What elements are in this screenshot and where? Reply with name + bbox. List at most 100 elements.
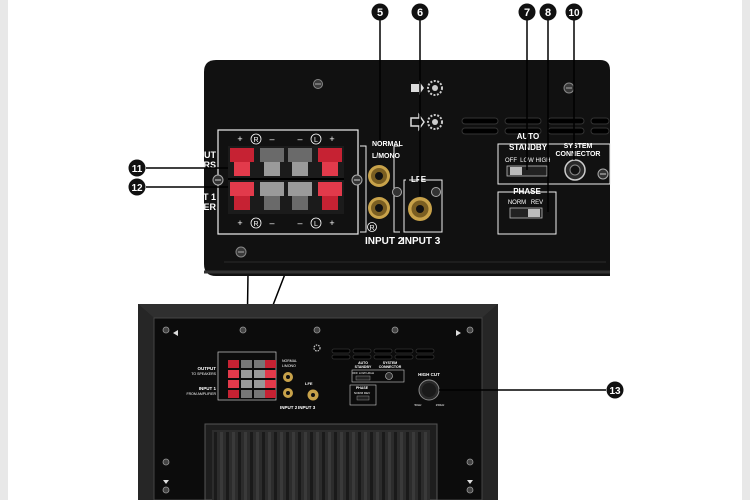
speaker-terminal-black[interactable]	[288, 148, 312, 176]
heatsink-fin	[232, 432, 235, 500]
svg-text:11: 11	[132, 164, 143, 175]
speaker-terminal-red[interactable]	[230, 182, 254, 210]
lmono-label: L/MONO	[372, 153, 401, 160]
heatsink-fin	[328, 432, 331, 500]
heatsink-fin	[412, 432, 415, 500]
zoomed-panel: PUT KERS UT 1 IFIER + R – – L + + R – – …	[146, 20, 611, 345]
sign-minus: –	[269, 218, 274, 228]
phase-option-norm: NORM	[508, 200, 526, 206]
input3-label: INPUT 3	[402, 236, 441, 247]
sign-minus: –	[269, 134, 274, 144]
phase-title: PHASE	[513, 187, 541, 196]
output-label-line1: PUT	[198, 150, 217, 160]
heatsink	[204, 423, 438, 500]
speaker-terminal-black[interactable]	[260, 148, 284, 176]
speaker-terminal-red[interactable]	[318, 182, 342, 210]
heatsink-fin	[238, 432, 241, 500]
heatsink-fin	[334, 432, 337, 500]
heatsink-fin	[358, 432, 361, 500]
heatsink-fin	[322, 432, 325, 500]
speaker-terminal-black[interactable]	[260, 182, 284, 210]
small-lmono-label: L/MONO	[282, 364, 296, 368]
zoom-screw-top-left	[313, 79, 323, 89]
svg-text:8: 8	[545, 7, 551, 19]
heatsink-fin	[214, 432, 217, 500]
heatsink-fin	[268, 432, 271, 500]
sign-r-circle	[250, 217, 262, 229]
input-screw	[431, 187, 441, 197]
small-input-label: INPUT 1	[199, 386, 217, 391]
small-auto-standby-label: STANDBY	[355, 365, 372, 369]
phase-group: PHASE NORM REV	[497, 187, 557, 235]
corner-arrow-icon	[456, 330, 461, 336]
small-normal-label: NORMAL	[282, 359, 297, 363]
heatsink-fin	[220, 432, 223, 500]
rca-jack-r[interactable]	[368, 197, 390, 219]
sign-minus: –	[297, 134, 302, 144]
system-connector-port[interactable]	[564, 159, 586, 181]
high-cut-max: 150Hz	[436, 403, 445, 407]
rca-jack-lmono[interactable]	[368, 165, 390, 187]
speaker-terminal-red[interactable]	[230, 148, 254, 176]
sign-plus: +	[237, 218, 242, 228]
sign-r: R	[253, 137, 258, 144]
small-input2-label: INPUT 2	[280, 405, 298, 410]
heatsink-fin	[418, 432, 421, 500]
callout-badge: 10	[565, 3, 583, 21]
heatsink-fin	[304, 432, 307, 500]
corner-arrow-icon	[467, 480, 473, 484]
heatsink-fin	[244, 432, 247, 500]
rca-jack-lfe[interactable]	[408, 197, 432, 221]
sign-plus: +	[329, 218, 334, 228]
vent-slots	[461, 117, 610, 135]
connector-screw	[597, 168, 609, 180]
input3-group: LFE INPUT 3	[402, 175, 443, 247]
heatsink-fin	[316, 432, 319, 500]
callout-badge: 5	[371, 3, 389, 21]
heatsink-fin	[370, 432, 373, 500]
standby-option-high: HIGH	[536, 158, 551, 164]
zoom-screw-top-right	[563, 82, 575, 94]
svg-text:10: 10	[568, 8, 580, 19]
speaker-terminal-block: PUT KERS UT 1 IFIER + R – – L + + R – – …	[191, 129, 363, 235]
heatsink-fin	[298, 432, 301, 500]
vent-slots-small	[331, 348, 435, 360]
auto-standby-group: AUTO STANDBY OFF LOW HIGH SYSTEM CONNECT…	[497, 132, 611, 185]
system-connector-title: SYSTEM	[564, 143, 593, 150]
sign-plus: +	[237, 134, 242, 144]
high-cut-min: 50Hz	[414, 403, 422, 407]
heatsink-fin	[262, 432, 265, 500]
heatsink-fin	[400, 432, 403, 500]
input2-label: INPUT 2	[365, 236, 404, 247]
sign-r-circle	[250, 133, 262, 145]
high-cut-knob[interactable]	[418, 379, 440, 401]
sign-l-circle	[310, 133, 322, 145]
heatsink-fin	[424, 432, 427, 500]
small-auto-standby-label: AUTO	[358, 361, 368, 365]
small-phase-label: PHASE	[356, 386, 369, 390]
heatsink-fin	[406, 432, 409, 500]
heatsink-fin	[346, 432, 349, 500]
corner-arrow-icon	[163, 480, 169, 484]
speaker-terminal-black[interactable]	[288, 182, 312, 210]
callout-badge: 13	[606, 381, 624, 399]
small-lfe-label: LFE	[305, 381, 313, 386]
small-input-sublabel: FROM AMPLIFIER	[186, 392, 216, 396]
sign-r: R	[253, 221, 258, 228]
svg-text:7: 7	[524, 7, 530, 19]
mount-gear-icon	[410, 112, 443, 132]
speaker-terminal-red[interactable]	[318, 148, 342, 176]
svg-text:13: 13	[609, 386, 621, 397]
sign-l-circle	[310, 217, 322, 229]
small-input3-label: INPUT 3	[298, 405, 316, 410]
svg-text:12: 12	[131, 183, 143, 194]
auto-standby-title: STANDBY	[509, 143, 548, 152]
heatsink-fin	[382, 432, 385, 500]
zoom-panel-body	[204, 60, 610, 276]
svg-text:6: 6	[417, 7, 423, 19]
terminal-screw-right	[351, 174, 363, 186]
heatsink-fin	[376, 432, 379, 500]
phase-switch[interactable]	[509, 207, 543, 219]
small-inputs: NORMAL L/MONO INPUT 2 LFE INPUT 3	[280, 359, 319, 410]
heatsink-fin	[226, 432, 229, 500]
